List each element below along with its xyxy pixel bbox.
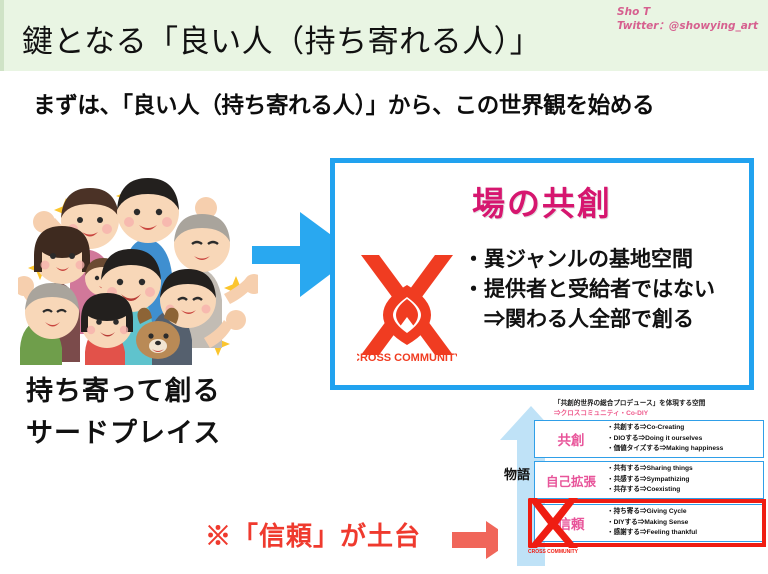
concept-title: 場の共創 <box>472 185 612 222</box>
tier-item: ・共有する⇒Sharing things <box>607 465 693 473</box>
tier-item: ・持ち寄る⇒Giving Cycle <box>607 508 687 516</box>
tier-items: ・共創する⇒Co-Creating ・DIOする⇒Doing it oursel… <box>607 423 723 455</box>
tier-item: ・DIOする⇒Doing it ourselves <box>607 434 703 442</box>
bullet-item: ⇒関わる人全部で創る <box>463 308 694 331</box>
tier-item: ・共存する⇒Coexisting <box>607 486 681 494</box>
tier-items: ・持ち寄る⇒Giving Cycle ・DIYする⇒Making Sense ・… <box>607 507 697 539</box>
tier-item: ・共感する⇒Sympathizing <box>607 475 690 483</box>
diagram-side-label: 物語 <box>504 467 531 482</box>
credit-twitter: Twitter：@showying_art <box>617 20 758 32</box>
tier-item: ・価値タイズする⇒Making happiness <box>607 445 724 453</box>
slide-header-band: 鍵となる「良い人（持ち寄れる人）」 Sho T Twitter：@showyin… <box>0 0 768 71</box>
diagram-heading-line1: 「共創的世界の総合プロデュース」を体現する空間 <box>554 400 706 407</box>
logo-caption: CROSS COMMUNITY <box>357 352 457 363</box>
concept-box: 場の共創 CROSS COMMUNITY ・異ジャンルの基地空間 ・提供者と受給… <box>330 158 754 390</box>
tier-label: 自己拡張 <box>545 474 596 489</box>
tier-row-shinrai: 信頼 ・持ち寄る⇒Giving Cycle ・DIYする⇒Making Sens… <box>534 504 764 542</box>
left-caption-line2: サードプレイス <box>26 418 222 448</box>
group-of-people-illustration <box>14 160 264 370</box>
bullet-item: ・異ジャンルの基地空間 <box>463 248 693 271</box>
page-title: 鍵となる「良い人（持ち寄れる人）」 <box>22 24 542 59</box>
author-credit: Sho T Twitter：@showying_art <box>617 5 758 33</box>
cross-community-logo-icon: CROSS COMMUNITY <box>352 251 463 364</box>
diagram-heading-line2: ⇒クロスコミュニティ・Co-DIY <box>554 409 649 417</box>
foundation-note: ※「信頼」が土台 <box>205 521 422 551</box>
people-svg <box>14 178 264 370</box>
tier-row-kyoso: 共創 ・共創する⇒Co-Creating ・DIOする⇒Doing it our… <box>534 420 764 458</box>
dog-illustration <box>136 307 180 359</box>
diagram-cross-community-logo-icon: CROSS COMMUNITY <box>526 496 580 555</box>
concept-bullet-list: ・異ジャンルの基地空間 ・提供者と受給者ではない ⇒関わる人全部で創る <box>463 245 715 335</box>
slide-subtitle: まずは、「良い人（持ち寄れる人）」から、この世界観を始める <box>33 93 655 118</box>
tier-item: ・感謝する⇒Feeling thankful <box>607 529 698 537</box>
tier-label: 共創 <box>557 433 585 448</box>
tier-item: ・DIYする⇒Making Sense <box>607 518 689 526</box>
diagram-heading: 「共創的世界の総合プロデュース」を体現する空間 ⇒クロスコミュニティ・Co-DI… <box>554 399 766 418</box>
left-caption: 持ち寄って創る サードプレイス <box>26 370 221 454</box>
credit-name: Sho T <box>617 6 651 18</box>
bullet-item: ・提供者と受給者ではない <box>463 278 715 301</box>
blue-right-arrow-icon <box>252 212 357 297</box>
tier-items: ・共有する⇒Sharing things ・共感する⇒Sympathizing … <box>607 464 693 496</box>
tier-row-jiko-kakucho: 自己拡張 ・共有する⇒Sharing things ・共感する⇒Sympathi… <box>534 461 764 499</box>
tier-item: ・共創する⇒Co-Creating <box>607 424 685 432</box>
bottom-edge <box>0 572 768 574</box>
left-caption-line1: 持ち寄って創る <box>26 376 221 406</box>
tier-label: 信頼 <box>557 517 585 532</box>
diagram-logo-caption: CROSS COMMUNITY <box>528 549 579 554</box>
three-tier-diagram: 「共創的世界の総合プロデュース」を体現する空間 ⇒クロスコミュニティ・Co-DI… <box>498 398 768 574</box>
upward-arrow-icon <box>500 406 562 566</box>
